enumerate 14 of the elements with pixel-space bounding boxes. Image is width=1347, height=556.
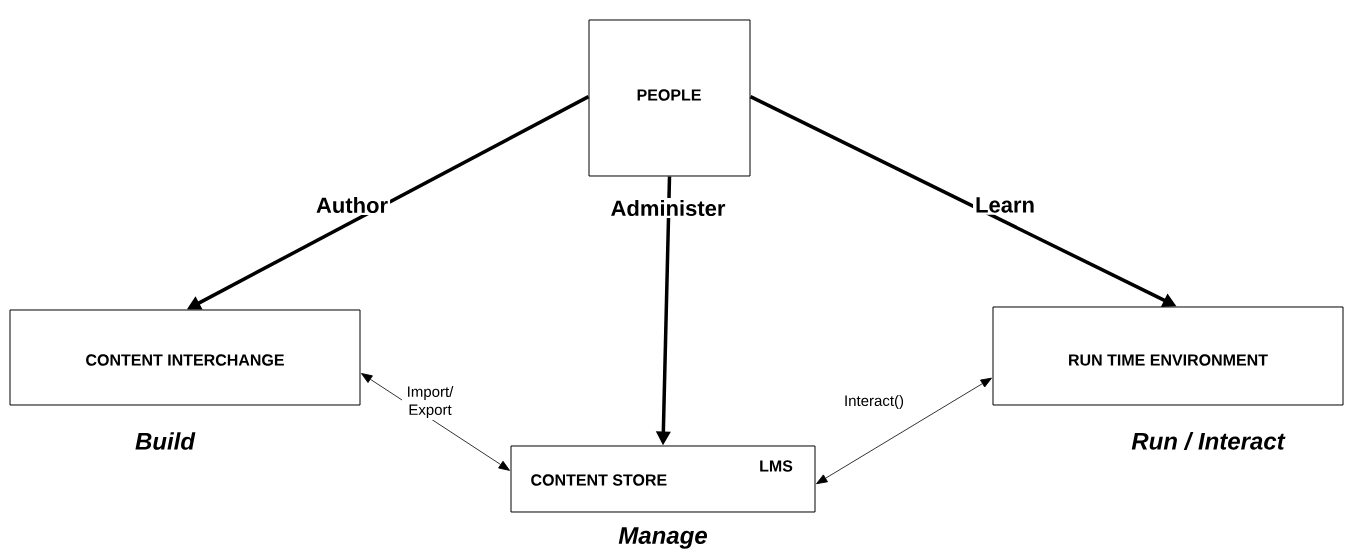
node-label: Build: [135, 432, 196, 450]
process-box: RUN TIME ENVIRONMENT: [992, 306, 1344, 406]
edge-label: Learn: [973, 195, 1037, 215]
process-box: PEOPLE: [588, 19, 751, 177]
node-label: Run / Interact: [1131, 432, 1286, 450]
arrow: [816, 377, 992, 485]
edge-label: Import/ Export: [402, 384, 458, 420]
process-box: CONTENT STORE LMS: [510, 445, 816, 513]
edge-label: Author: [313, 194, 391, 216]
edge-label: Interact(): [842, 393, 904, 411]
edge-label: Administer: [608, 197, 728, 219]
arrow: [361, 373, 510, 471]
process-box: CONTENT INTERCHANGE: [9, 309, 361, 406]
node-label: Manage: [618, 527, 707, 549]
